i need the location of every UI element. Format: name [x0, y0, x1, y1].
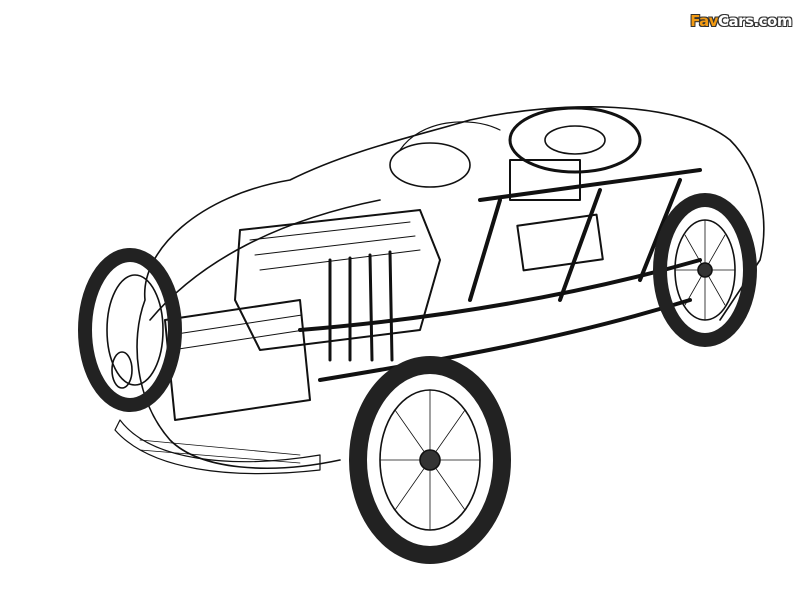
body-outline [136, 106, 765, 469]
headlight [111, 351, 133, 389]
radiator [164, 299, 311, 421]
fuel-tank [509, 159, 581, 201]
watermark-part1: Fav [690, 12, 719, 30]
front-grille [114, 419, 321, 475]
gearbox [516, 213, 604, 272]
steering-wheel [389, 142, 471, 188]
watermark-part2: Cars.com [718, 12, 792, 30]
front-right-wheel [349, 356, 511, 564]
rear-right-wheel [653, 193, 757, 347]
spare-wheel [508, 106, 642, 174]
chassis-frame [298, 168, 702, 382]
front-left-wheel [78, 248, 182, 412]
engine [234, 209, 441, 362]
watermark-logo: FavCars.com [690, 12, 792, 30]
